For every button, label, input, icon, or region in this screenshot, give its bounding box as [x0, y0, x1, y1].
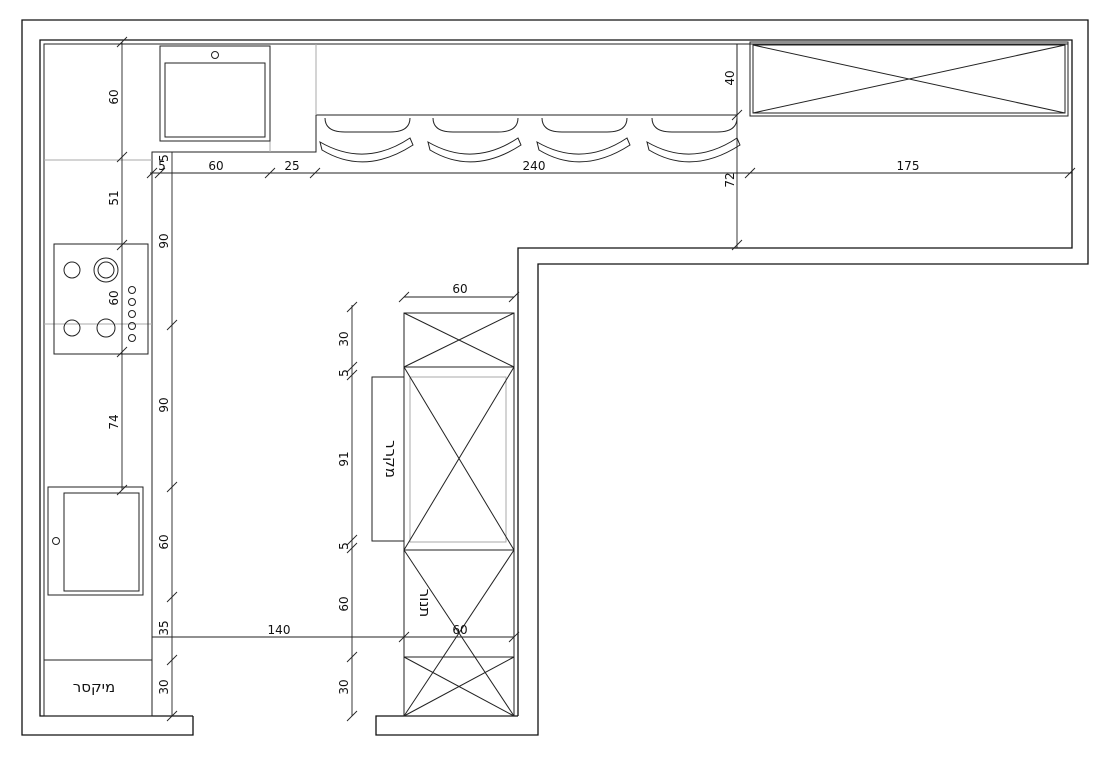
dim-label: 91 — [337, 451, 351, 466]
dim-label: 60 — [452, 282, 467, 296]
stool — [319, 117, 414, 163]
sink-left — [47, 486, 144, 596]
dim-label: 72 — [723, 172, 737, 187]
dim-label: 35 — [157, 620, 171, 635]
tall-units: מקרר תנור — [371, 312, 515, 717]
dim-label: 60 — [208, 159, 223, 173]
dim-label: 25 — [284, 159, 299, 173]
dim-label: 60 — [107, 290, 121, 305]
dim-label: 90 — [157, 397, 171, 412]
left-counter — [44, 44, 738, 716]
dimension-labels: 60 51 60 74 5 90 90 60 35 30 5 60 25 240… — [107, 70, 919, 694]
walls — [21, 19, 1089, 736]
dim-label: 30 — [337, 331, 351, 346]
dim-label: 5 — [337, 369, 351, 377]
stool — [646, 117, 741, 163]
mixer-label: מיקסר — [73, 678, 115, 696]
dim-label: 5 — [158, 159, 166, 173]
dim-label: 60 — [452, 623, 467, 637]
fridge-label: מקרר — [382, 440, 400, 478]
dim-label: 140 — [268, 623, 291, 637]
dim-label: 60 — [157, 534, 171, 549]
dim-label: 60 — [337, 596, 351, 611]
dim-label: 175 — [897, 159, 920, 173]
stool — [536, 117, 631, 163]
oven-label: תנור — [416, 589, 434, 617]
dim-label: 240 — [523, 159, 546, 173]
cooktop — [53, 243, 149, 355]
bar-stools — [319, 117, 741, 163]
dim-label: 90 — [157, 233, 171, 248]
dimension-lines — [116, 36, 1076, 722]
dim-label: 60 — [107, 89, 121, 104]
cabinet-top-right — [749, 41, 1069, 117]
dim-label: 5 — [337, 542, 351, 550]
dim-label: 74 — [107, 414, 121, 429]
mixer-cabinet: מיקסר — [43, 659, 153, 717]
stool — [427, 117, 522, 163]
sink-top — [159, 45, 271, 142]
dim-label: 51 — [107, 190, 121, 205]
dim-label: 40 — [723, 70, 737, 85]
dim-label: 30 — [337, 679, 351, 694]
dim-label: 30 — [157, 679, 171, 694]
dim-label: 5 — [157, 154, 171, 162]
